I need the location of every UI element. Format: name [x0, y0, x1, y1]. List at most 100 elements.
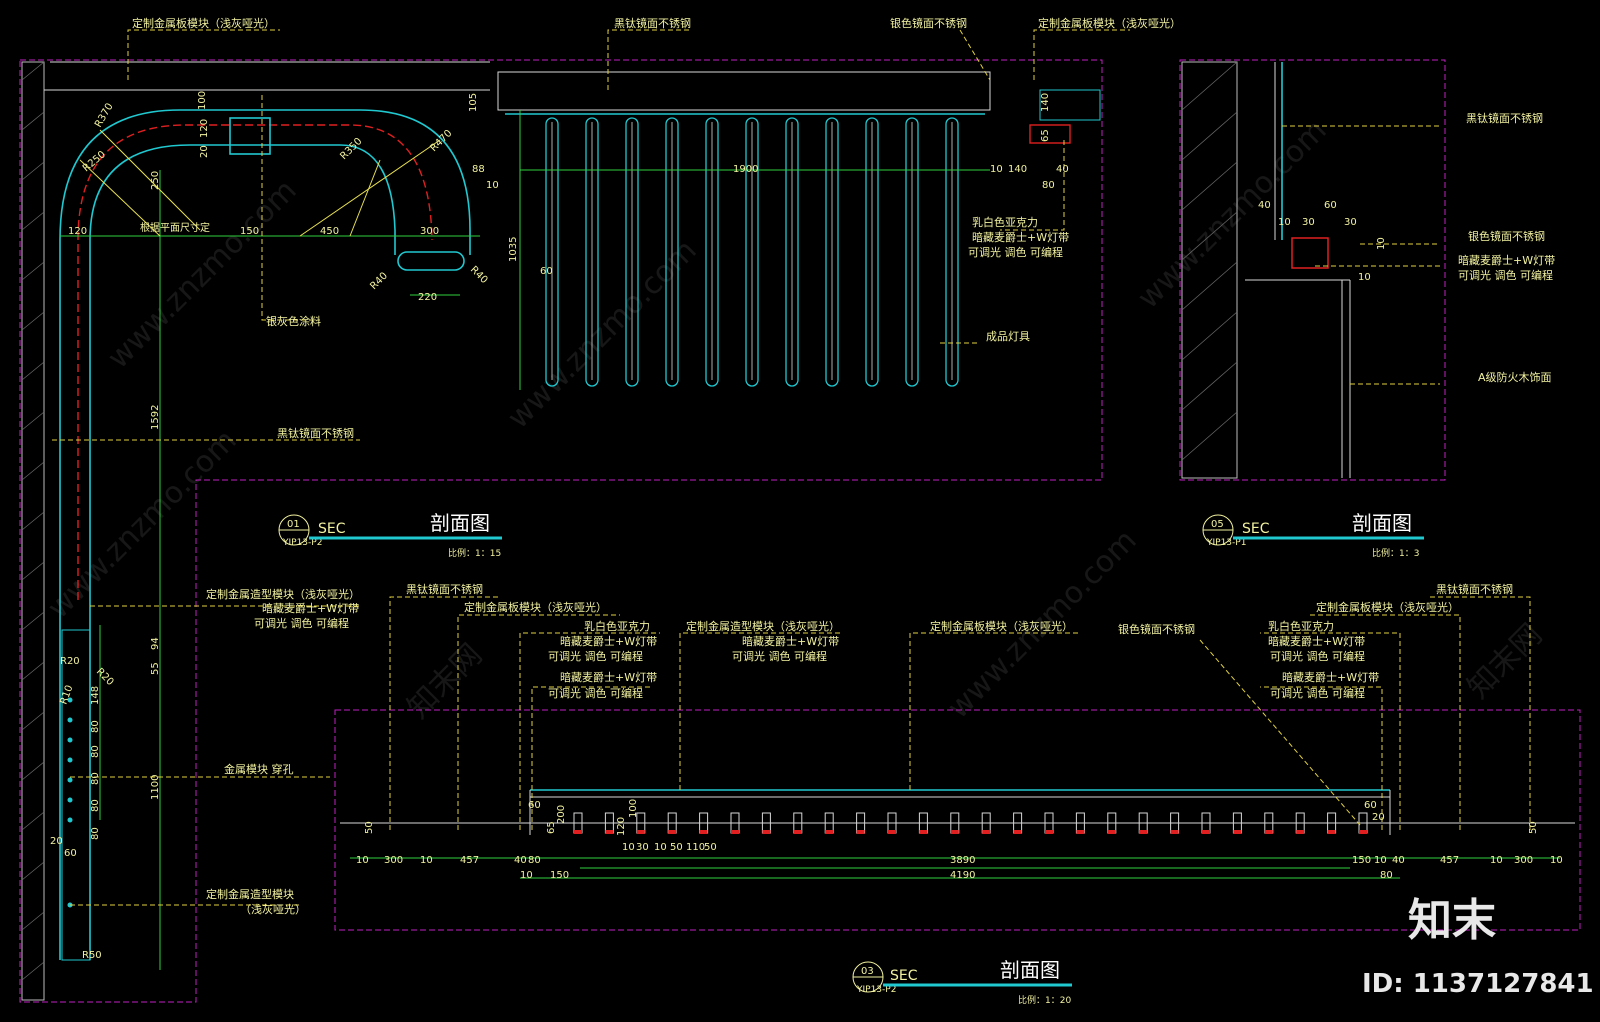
led-channel — [1291, 237, 1329, 269]
section-02-drawing: 黑钛镜面不锈钢 银色镜面不锈钢 定制金属板模块（浅灰哑光） 乳白色亚克力 暗藏麦… — [468, 16, 1181, 390]
fixture-led — [856, 830, 865, 834]
leader-line — [389, 596, 500, 830]
dim-text: 150 — [240, 226, 259, 237]
radius-line — [79, 159, 161, 237]
dim-text: 80 — [90, 720, 101, 733]
dim-text: 10 — [420, 855, 433, 866]
dim-text: 50 — [670, 842, 683, 853]
radius-label: R20 — [60, 656, 80, 667]
dim-text: 80 — [90, 772, 101, 785]
radius-line — [349, 159, 381, 237]
section-sec: SEC — [890, 968, 918, 984]
section-scale: 比例：1：3 — [1372, 547, 1419, 559]
label-acrylic-right: 乳白色亚克力 — [1268, 619, 1334, 633]
label-module-right: 定制金属板模块（浅灰哑光） — [1316, 600, 1459, 614]
section-ref: YIP13-P2 — [856, 985, 896, 995]
fixture-led — [982, 830, 991, 834]
label-led-1: 暗藏麦爵士+W灯带 — [972, 230, 1069, 244]
fixture-led — [1359, 830, 1367, 834]
dim-text: 30 — [1302, 217, 1315, 228]
section-title: 剖面图 — [1352, 511, 1412, 535]
leader-line — [607, 29, 690, 90]
label-acrylic: 乳白色亚克力 — [972, 215, 1038, 229]
fixture-led — [1013, 830, 1022, 834]
leader-line — [127, 29, 280, 80]
fixture-led — [605, 830, 614, 834]
label-led-left-3: 暗藏麦爵士+W灯带 — [560, 670, 657, 684]
label-perforated: 金属模块 穿孔 — [224, 762, 294, 776]
title-block-01: 01 YIP13-P2 SEC 剖面图 比例：1：15 — [278, 511, 502, 559]
leader-line — [1199, 639, 1361, 826]
label-led-left-1: 暗藏麦爵士+W灯带 — [560, 634, 657, 648]
dim-text: 88 — [472, 164, 485, 175]
section-number: 05 — [1211, 519, 1224, 530]
label-shape-module-2b: （浅灰哑光） — [240, 902, 306, 916]
dim-text: 80 — [90, 827, 101, 840]
label-black-ti-left: 黑钛镜面不锈钢 — [406, 582, 483, 596]
dim-text: 200 — [556, 805, 567, 824]
louvre-blade — [865, 117, 879, 387]
watermark-text: www.znzmo.com — [501, 233, 704, 436]
wall-hatch-lines — [1181, 61, 1238, 461]
dim-text: 10 — [990, 164, 1003, 175]
wall-hatch — [21, 61, 45, 1001]
dim-text: 10 — [1376, 237, 1387, 250]
dim-text: 80 — [90, 799, 101, 812]
leader-line — [909, 632, 1080, 790]
dim-text: 65 — [546, 821, 557, 834]
label-shape-center-3: 可调光 调色 可编程 — [732, 649, 827, 663]
leader-line — [457, 614, 620, 830]
louvre-blade — [665, 117, 679, 387]
dim-text: 40 — [1056, 164, 1069, 175]
dim-text: 10 — [1278, 217, 1291, 228]
label-led-2: 可调光 调色 可编程 — [254, 616, 349, 630]
radius-label: R40 — [468, 264, 490, 286]
dim-text: 300 — [420, 226, 439, 237]
radius-label: R20 — [94, 666, 116, 688]
label-shape-module-2a: 定制金属造型模块 — [206, 887, 294, 901]
louvre-blade — [585, 117, 599, 387]
label-module-center: 定制金属板模块（浅灰哑光） — [930, 619, 1073, 633]
dim-text: 300 — [1514, 855, 1533, 866]
dim-text: 40 — [1258, 200, 1271, 211]
image-id-text: ID: 1137127841 — [1362, 969, 1594, 999]
dim-text: 65 — [1040, 129, 1051, 142]
arch-center-line — [77, 124, 433, 600]
section-number: 01 — [287, 519, 300, 530]
dim-text: 10 — [1358, 272, 1371, 283]
dim-text: 60 — [1364, 800, 1377, 811]
fixture-led — [1045, 830, 1053, 834]
fixture-led — [950, 830, 959, 834]
dim-text: 457 — [1440, 855, 1459, 866]
dim-text: 100 — [197, 91, 208, 110]
radius-label: R250 — [81, 149, 108, 174]
label-shape-module: 定制金属造型模块（浅灰哑光） — [206, 587, 360, 601]
dim-text: 120 — [616, 817, 627, 836]
dim-text: 150 — [1352, 855, 1371, 866]
leader-line — [1000, 140, 1065, 231]
watermark-text: www.znzmo.com — [1131, 113, 1334, 316]
fixture-led — [1327, 830, 1336, 834]
dim-text: 60 — [64, 848, 77, 859]
fixture-led — [1264, 830, 1273, 834]
dim-text: 3890 — [950, 855, 975, 866]
leader-line — [1430, 596, 1531, 830]
wall-hatch — [1181, 61, 1238, 479]
label-led-right-3: 暗藏麦爵士+W灯带 — [1282, 670, 1379, 684]
leader-line — [1260, 686, 1383, 830]
leader-line — [261, 95, 320, 321]
arch-profile-outer — [59, 109, 471, 960]
dim-text: 300 — [384, 855, 403, 866]
label-module-left: 定制金属板模块（浅灰哑光） — [464, 600, 607, 614]
fixture-led — [825, 830, 834, 834]
perforated-module — [61, 629, 91, 961]
radius-label: R50 — [82, 950, 102, 961]
fixture-led — [668, 830, 677, 834]
label-acrylic-left: 乳白色亚克力 — [584, 619, 650, 633]
dim-text: 30 — [1344, 217, 1357, 228]
fixture-led — [919, 830, 928, 834]
dim-text: 4190 — [950, 870, 975, 881]
leader-line — [1260, 632, 1401, 830]
fixture-led — [762, 830, 771, 834]
leader-line — [959, 29, 991, 81]
